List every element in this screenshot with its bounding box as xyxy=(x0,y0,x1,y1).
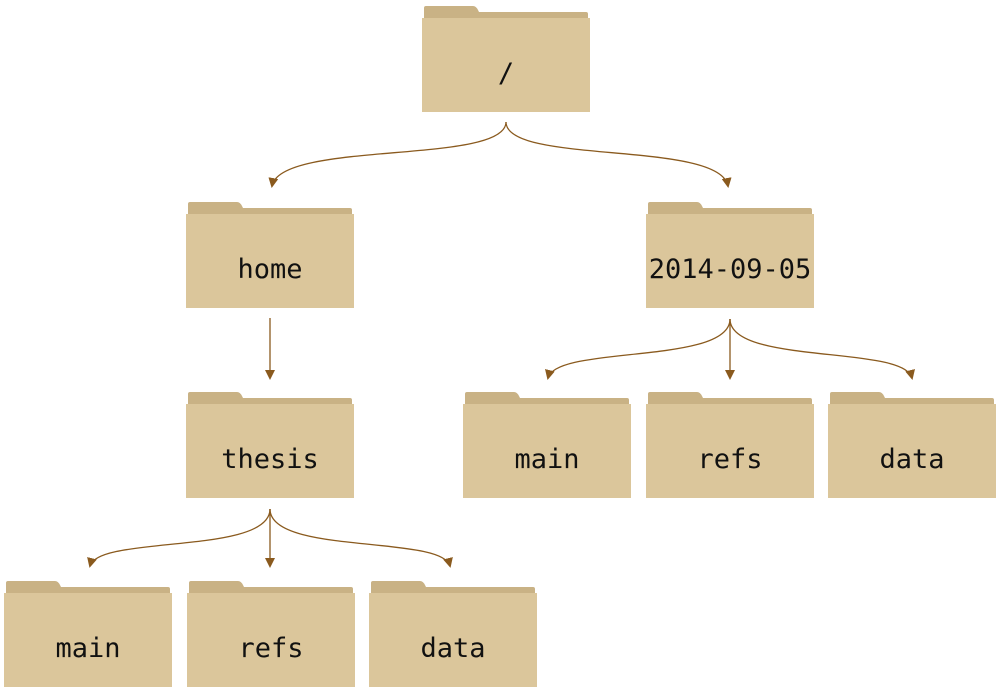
folder-thesis-refs[interactable]: refs xyxy=(186,579,356,687)
edge-thesis-main xyxy=(87,508,271,568)
edge-dated-data xyxy=(729,318,915,380)
folder-thesis-main[interactable]: main xyxy=(3,579,173,687)
folder-label: main xyxy=(514,443,580,475)
folder-icon xyxy=(186,392,354,498)
folder-label: 2014-09-05 xyxy=(648,253,812,285)
folder-dated-main[interactable]: main xyxy=(462,390,632,498)
edge-root-home xyxy=(268,121,507,188)
folder-icon xyxy=(828,392,996,498)
folder-thesis-data[interactable]: data xyxy=(368,579,538,687)
folder-label: thesis xyxy=(221,443,319,475)
folder-label: refs xyxy=(697,443,763,475)
folder-dated-refs[interactable]: refs xyxy=(645,390,815,498)
edge-dated-main xyxy=(545,318,731,380)
folder-label: data xyxy=(420,632,486,664)
folder-icon xyxy=(187,581,355,687)
folder-root[interactable]: / xyxy=(421,4,591,112)
folder-icon xyxy=(186,202,354,308)
folder-thesis[interactable]: thesis xyxy=(185,390,355,498)
folder-dated-data[interactable]: data xyxy=(827,390,997,498)
folder-label: refs xyxy=(238,632,304,664)
edge-root-dated xyxy=(505,121,732,188)
folder-home[interactable]: home xyxy=(185,200,355,308)
folder-icon xyxy=(646,392,814,498)
folder-label: / xyxy=(497,57,515,89)
folder-icon xyxy=(4,581,172,687)
folder-dated[interactable]: 2014-09-05 xyxy=(645,200,815,308)
folder-label: home xyxy=(237,253,303,285)
folder-icon xyxy=(369,581,537,687)
edge-thesis-data xyxy=(269,508,453,568)
folder-icon xyxy=(422,6,590,112)
folder-label: data xyxy=(879,443,945,475)
folder-icon xyxy=(463,392,631,498)
folder-label: main xyxy=(55,632,121,664)
folder-icon xyxy=(646,202,814,308)
